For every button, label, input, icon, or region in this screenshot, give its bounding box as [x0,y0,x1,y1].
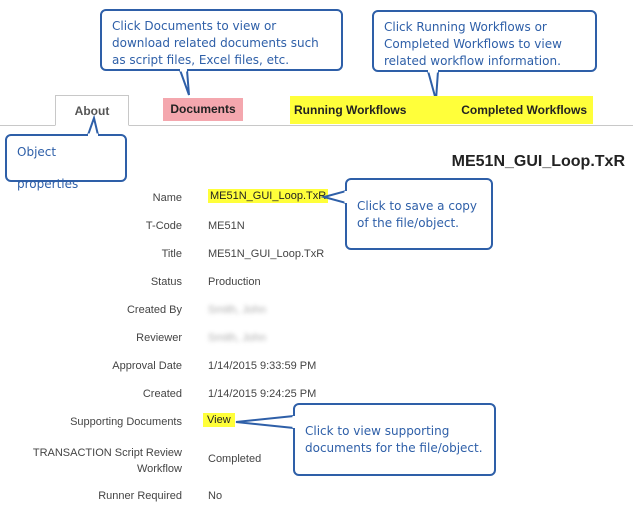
property-value-reviewer: Smith, John [208,332,266,344]
property-label-created: Created [142,388,182,400]
tab-documents-label: Documents [170,102,236,116]
property-value-script-review-workflow: Completed [208,453,262,465]
tab-completed-workflows[interactable]: Completed Workflows [461,96,587,124]
tab-running-workflows-label: Running Workflows [294,103,407,117]
property-label-tcode: T-Code [145,220,182,232]
property-value-supporting-documents[interactable]: View [203,413,235,427]
callout-about: Object properties [5,134,127,191]
property-label-runner-required: Runner Required [98,490,182,502]
reviewer-redacted: Smith, John [208,332,267,344]
callout-documents-text: Click Documents to view or download rela… [112,19,319,67]
callout-save-copy-text: Click to save a copy of the file/object. [357,199,477,230]
callout-about-text: Object properties [17,145,79,191]
tab-strip-divider [0,125,633,126]
property-value-created: 1/14/2015 9:24:25 PM [208,388,317,400]
callout-documents: Click Documents to view or download rela… [100,9,343,71]
name-save-link[interactable]: ME51N_GUI_Loop.TxR [208,189,329,203]
callout-workflows-text: Click Running Workflows or Completed Wor… [384,20,562,68]
property-label-approval-date: Approval Date [112,360,182,372]
tab-workflows-highlight: Running Workflows Completed Workflows [290,96,593,124]
tab-about[interactable]: About [55,95,129,126]
created-by-redacted: Smith, John [208,304,267,316]
tab-documents[interactable]: Documents [163,98,243,121]
property-label-name: Name [152,192,182,204]
page-title: ME51N_GUI_Loop.TxR [451,153,625,170]
property-label-supporting-documents: Supporting Documents [70,416,182,428]
tab-about-label: About [74,104,110,118]
property-value-approval-date: 1/14/2015 9:33:59 PM [208,360,317,372]
property-label-status: Status [150,276,182,288]
supporting-documents-view-link[interactable]: View [203,413,235,427]
property-value-created-by: Smith, John [208,304,266,316]
callout-supporting-docs-text: Click to view supporting documents for t… [305,424,483,455]
property-value-status: Production [208,276,261,288]
property-value-title: ME51N_GUI_Loop.TxR [208,248,325,260]
callout-workflows: Click Running Workflows or Completed Wor… [372,10,597,72]
tab-running-workflows[interactable]: Running Workflows [290,96,406,124]
property-label-script-review-workflow-text: TRANSACTION Script Review Workflow [32,447,182,475]
callout-save-copy: Click to save a copy of the file/object. [345,178,493,250]
property-value-runner-required: No [208,490,223,502]
property-label-script-review-workflow: TRANSACTION Script Review Workflow [0,445,182,477]
property-label-title: Title [161,248,182,260]
property-value-name[interactable]: ME51N_GUI_Loop.TxR [208,189,329,203]
property-label-created-by: Created By [126,304,182,316]
tab-completed-workflows-label: Completed Workflows [461,103,587,117]
property-value-tcode: ME51N [208,220,245,232]
callout-supporting-docs: Click to view supporting documents for t… [293,403,496,476]
property-label-reviewer: Reviewer [136,332,182,344]
